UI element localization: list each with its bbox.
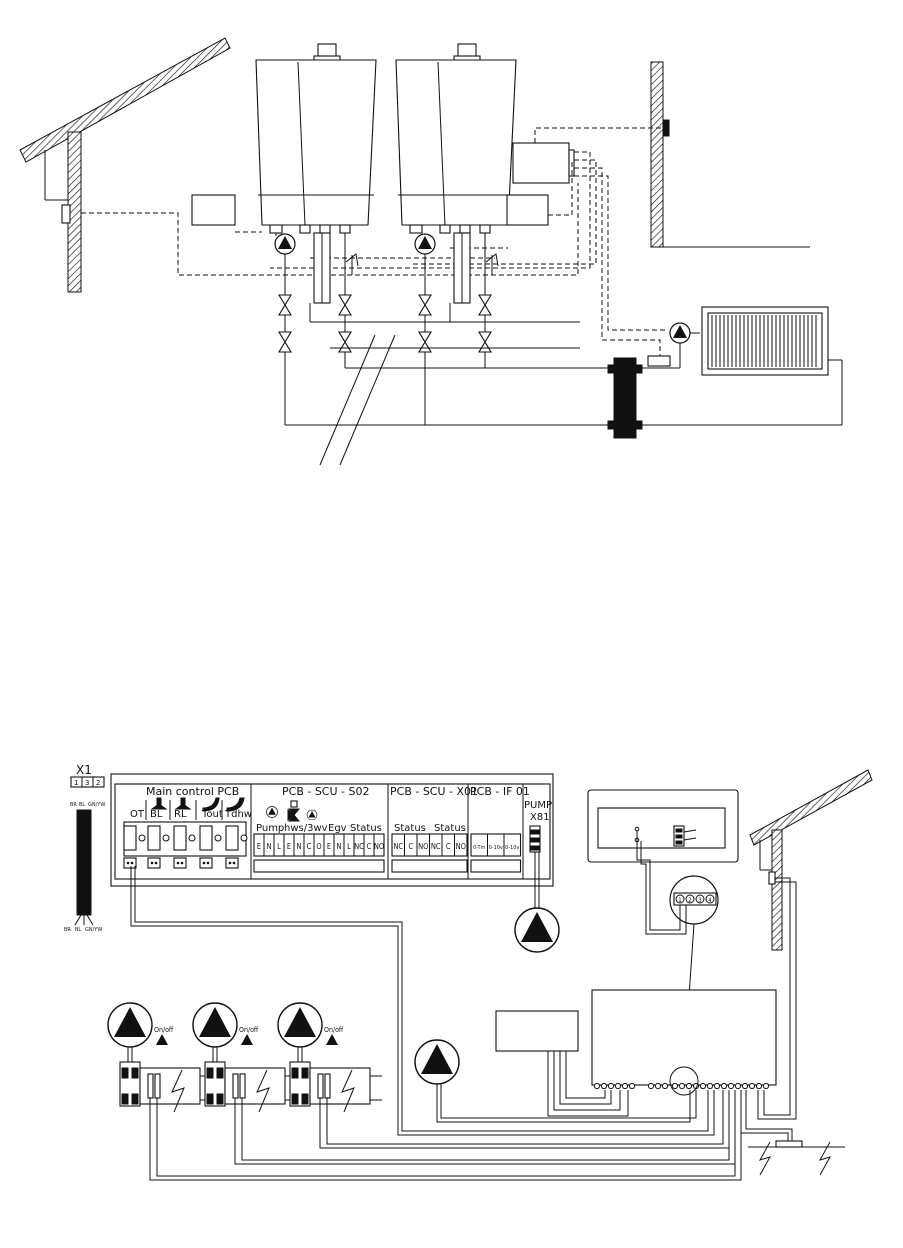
s02-terminal-5: C xyxy=(307,842,312,851)
if01-terminal-1: 0-10v xyxy=(489,845,503,851)
pcb-scu-s02-title: PCB - SCU - S02 xyxy=(282,785,369,798)
s02-terminal-4: N xyxy=(296,842,301,851)
central-pump xyxy=(414,1039,697,1123)
zone-circuits: On/off On/off On/off xyxy=(107,1002,742,1181)
ot-cable xyxy=(130,866,715,1136)
right-wall xyxy=(650,61,810,248)
x01-terminal-4: C xyxy=(446,842,451,851)
s02-terminal-0: E xyxy=(257,842,261,851)
pump-x81-title: PUMP xyxy=(524,800,552,811)
x1-cable xyxy=(76,809,92,916)
zone-3: On/off xyxy=(277,1002,730,1149)
main-control-pcb-title: Main control PCB xyxy=(146,785,239,798)
main-control-pcb: Main control PCB OT BL RL Tout Tdhw xyxy=(123,785,252,869)
control-cables xyxy=(81,127,668,358)
pcb-scu-s02: PCB - SCU - S02 Pump hws/3wv Egv Status … xyxy=(253,785,385,873)
x1-bottom-wire-gnyw: GN/YW xyxy=(85,927,102,933)
zone-3-thermostat-icon xyxy=(326,1034,338,1045)
zone-2-label: On/off xyxy=(239,1026,259,1034)
x01-terminal-0: NC xyxy=(393,842,403,851)
x01-terminal-3: NC xyxy=(431,842,441,851)
boiler-2-piping xyxy=(414,232,499,425)
left-roof-wall xyxy=(19,37,231,293)
x1-pin-1: 1 xyxy=(74,779,78,787)
x1-top-wire-br: BR xyxy=(70,802,77,808)
cascade-module xyxy=(591,989,777,1096)
s02-terminal-3: E xyxy=(287,842,291,851)
x1-top-wire-bl: BL xyxy=(79,802,85,808)
cascade-controller xyxy=(512,142,570,184)
pcb-scu-x01-title: PCB - SCU - X01 xyxy=(390,785,478,798)
module-terminal-0: 1 xyxy=(678,897,681,904)
s02-terminal-8: N xyxy=(336,842,341,851)
boiler-2-control-box xyxy=(506,194,549,226)
wiring-diagram: X1 1 3 2 BR BL GN/YW BR BL GN/YW xyxy=(64,763,873,1181)
three-way-valve-icon xyxy=(287,800,301,822)
x01-terminal-2: NO xyxy=(418,842,428,851)
if01-terminal-0: 0-Tm xyxy=(473,845,485,851)
x1-top-wire-gnyw: GN/YW xyxy=(88,802,105,808)
zone-1: On/off xyxy=(107,1002,742,1181)
secondary-circuit xyxy=(642,306,843,426)
s02-group-status: Status xyxy=(350,823,382,834)
if01-terminal-2: 0-10v xyxy=(505,845,519,851)
s02-terminal-1: N xyxy=(266,842,271,851)
x1-pin-3: 3 xyxy=(85,779,89,787)
s02-terminal-2: L xyxy=(277,842,281,851)
headers xyxy=(285,334,612,466)
terminal-x1: X1 1 3 2 BR BL GN/YW BR BL GN/YW xyxy=(64,763,105,933)
boiler-1 xyxy=(255,43,377,234)
zone-2: On/off xyxy=(192,1002,736,1165)
module-terminal-2: 3 xyxy=(698,897,701,904)
pump-x81-subtitle: X81 xyxy=(530,812,550,823)
x01-group-status-2: Status xyxy=(434,823,466,834)
zone-2-thermostat-icon xyxy=(241,1034,253,1045)
s02-terminal-7: E xyxy=(327,842,331,851)
hydraulic-separator xyxy=(607,357,643,439)
pcb-if01-title: PCB - IF 01 xyxy=(470,785,530,798)
dhw-sensor-icon xyxy=(226,797,245,812)
s02-group-hws: hws/3wv xyxy=(284,823,328,834)
s02-group-pump: Pump xyxy=(256,823,284,834)
s02-group-egv: Egv xyxy=(328,823,347,834)
auxiliary-control-box xyxy=(495,1010,629,1117)
x1-bottom-wire-bl: BL xyxy=(75,927,81,933)
x1-bottom-wire-br: BR xyxy=(64,927,71,933)
return-sensor-icon xyxy=(174,797,192,810)
boiler-2 xyxy=(395,43,517,234)
s02-terminal-12: NO xyxy=(374,842,384,851)
right-roof-wall xyxy=(749,769,873,1120)
earth-connection xyxy=(740,1090,845,1176)
module-terminal-1: 2 xyxy=(688,897,691,904)
x1-pin-2: 2 xyxy=(96,779,100,787)
x01-terminal-5: NO xyxy=(456,842,466,851)
module-terminal-3: 4 xyxy=(708,897,712,904)
boiler-1-piping xyxy=(274,232,580,425)
main-pcb-col-rl: RL xyxy=(174,809,187,820)
s02-terminal-6: O xyxy=(316,842,321,851)
boiler-1-control-box xyxy=(191,194,236,226)
hydraulic-diagram xyxy=(19,37,843,466)
module-terminal-block xyxy=(673,892,717,906)
s02-terminal-10: NC xyxy=(354,842,364,851)
s02-terminal-11: C xyxy=(367,842,372,851)
main-pcb-col-bl: BL xyxy=(150,809,163,820)
x01-terminal-1: C xyxy=(408,842,413,851)
main-pcb-col-tout: Tout xyxy=(201,809,223,820)
pump-x81: PUMP X81 xyxy=(514,800,560,953)
main-pcb-col-tdhw: Tdhw xyxy=(224,809,252,820)
x01-group-status-1: Status xyxy=(394,823,426,834)
zone-1-thermostat-icon xyxy=(156,1034,168,1045)
main-pcb-col-ot: OT xyxy=(130,809,145,820)
outdoor-sensor-icon xyxy=(202,797,220,812)
zone-3-label: On/off xyxy=(324,1026,344,1034)
boiler-sensor-icon xyxy=(150,797,168,810)
s02-terminal-9: L xyxy=(347,842,351,851)
zone-1-label: On/off xyxy=(154,1026,174,1034)
x1-title: X1 xyxy=(76,763,92,777)
